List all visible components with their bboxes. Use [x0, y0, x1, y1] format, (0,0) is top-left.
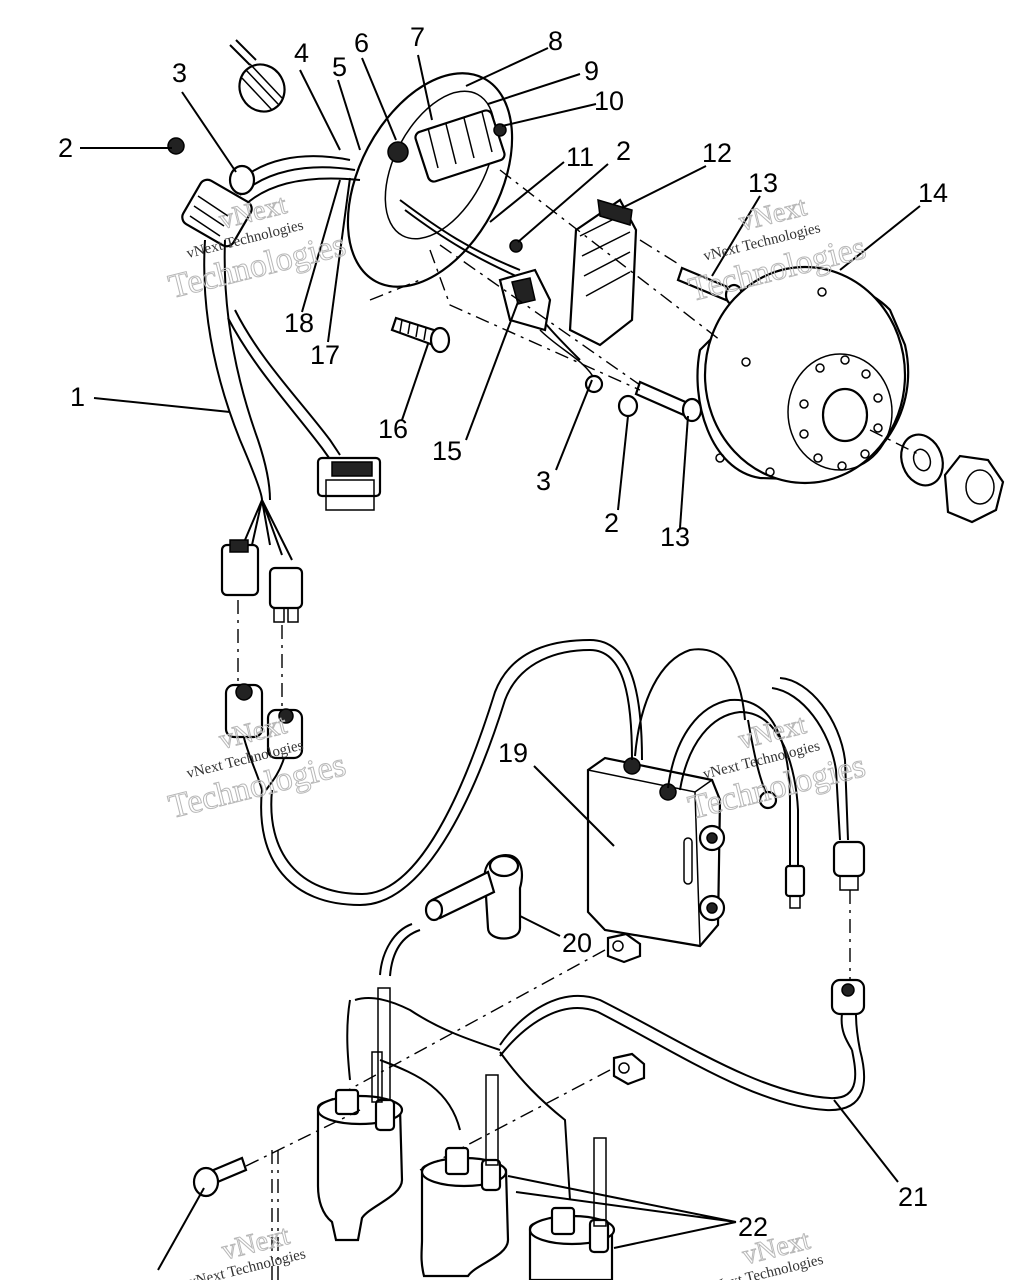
harness-21 [346, 995, 866, 1201]
callout-21: 21 [898, 1182, 928, 1212]
screw-16 [390, 316, 451, 354]
callout-9: 9 [584, 56, 599, 86]
callout-18: 18 [284, 308, 314, 338]
callout-5: 5 [332, 52, 347, 82]
leader-lines [80, 47, 921, 1271]
grommet-top [229, 39, 286, 113]
callout-10: 10 [594, 86, 624, 116]
clamp-grommet [181, 164, 256, 248]
stator-coils [387, 109, 507, 183]
harness-connectors [220, 539, 304, 623]
washer-nut [900, 433, 1005, 524]
callout-2: 2 [58, 133, 73, 163]
coil-bolt [192, 1109, 361, 1280]
screw-13-lower [634, 380, 703, 423]
ignition-coil-3 [528, 1137, 616, 1280]
callout-2: 2 [616, 136, 631, 166]
callout-20: 20 [562, 928, 592, 958]
assembly-axis-upper [369, 169, 921, 456]
callout-4: 4 [294, 38, 309, 68]
callout-14: 14 [918, 178, 948, 208]
callout-16: 16 [378, 414, 408, 444]
flywheel [696, 265, 910, 485]
watermark-1: vNext Technologies vNext Technologies [165, 189, 350, 307]
cdi-wires [260, 638, 849, 907]
callout-13: 13 [748, 168, 778, 198]
cdi-box [586, 756, 726, 948]
callout-12: 12 [702, 138, 732, 168]
callout-labels: 1 2 2 2 3 3 4 5 6 7 8 9 10 11 12 13 13 1… [58, 22, 948, 1242]
mount-bracket-20 [329, 932, 642, 1101]
cdi-connectors [784, 840, 866, 1051]
watermark-3: vNext Technologies vNext Technologies [165, 709, 350, 827]
callout-11: 11 [566, 142, 594, 172]
main-harness [203, 239, 341, 561]
callout-1: 1 [70, 382, 85, 412]
callout-13: 13 [660, 522, 690, 552]
mount-bracket-lower [419, 1052, 646, 1171]
watermark-5: vNext vNext Technologies [187, 1219, 307, 1280]
mating-connectors [224, 600, 304, 791]
ignition-coil-2 [420, 1074, 510, 1278]
callout-19: 19 [498, 738, 528, 768]
callout-3: 3 [536, 466, 551, 496]
regulator [568, 198, 638, 347]
ignition-coil-1 [316, 987, 404, 1242]
callout-3: 3 [172, 58, 187, 88]
callout-17: 17 [310, 340, 340, 370]
multi-pin-connector [316, 456, 382, 511]
callout-2: 2 [604, 508, 619, 538]
callout-8: 8 [548, 26, 563, 56]
flywheel-bolt-holes [799, 355, 883, 471]
watermark-4: vNext Technologies vNext Technologies [684, 709, 869, 828]
callout-7: 7 [410, 22, 425, 52]
callout-15: 15 [432, 436, 462, 466]
callout-6: 6 [354, 28, 369, 58]
plug-cap [379, 854, 523, 977]
callout-22: 22 [738, 1212, 768, 1242]
